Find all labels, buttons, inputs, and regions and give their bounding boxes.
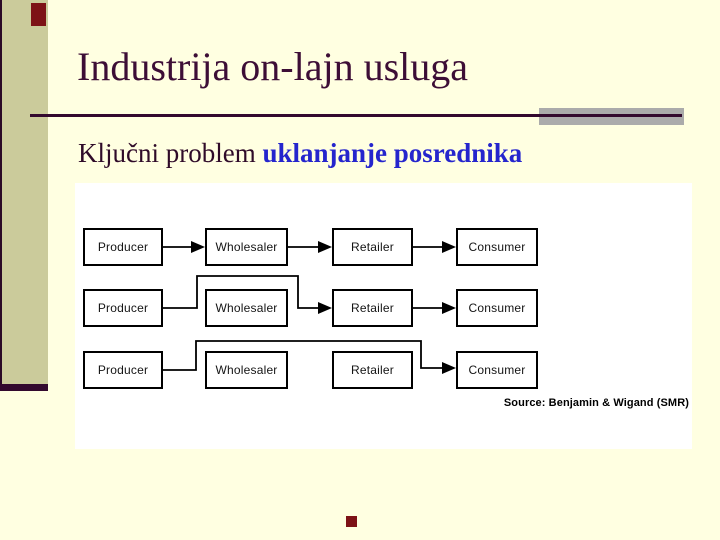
subtitle-prefix: Ključni problem (78, 138, 263, 168)
accent-square-top (31, 3, 46, 26)
left-edge-line (0, 0, 2, 391)
box-row3-retailer: Retailer (332, 351, 413, 389)
title-rule-line (30, 114, 682, 117)
box-row1-consumer: Consumer (456, 228, 538, 266)
slide-title: Industrija on-lajn usluga (77, 44, 469, 89)
box-row2-retailer: Retailer (332, 289, 413, 327)
box-row1-producer: Producer (83, 228, 163, 266)
box-row1-retailer: Retailer (332, 228, 413, 266)
box-row2-producer: Producer (83, 289, 163, 327)
slide-subtitle: Ključni problem uklanjanje posrednika (78, 138, 698, 169)
box-row3-producer: Producer (83, 351, 163, 389)
sidebar-bottom-bar (0, 384, 48, 391)
box-row2-consumer: Consumer (456, 289, 538, 327)
box-row3-wholesaler: Wholesaler (205, 351, 288, 389)
subtitle-highlight: uklanjanje posrednika (262, 138, 523, 168)
box-row1-wholesaler: Wholesaler (205, 228, 288, 266)
sidebar-band (2, 0, 48, 384)
box-row2-wholesaler: Wholesaler (205, 289, 288, 327)
source-note: Source: Benjamin & Wigand (SMR) (503, 397, 689, 409)
box-row3-consumer: Consumer (456, 351, 538, 389)
accent-square-bottom (346, 516, 357, 527)
